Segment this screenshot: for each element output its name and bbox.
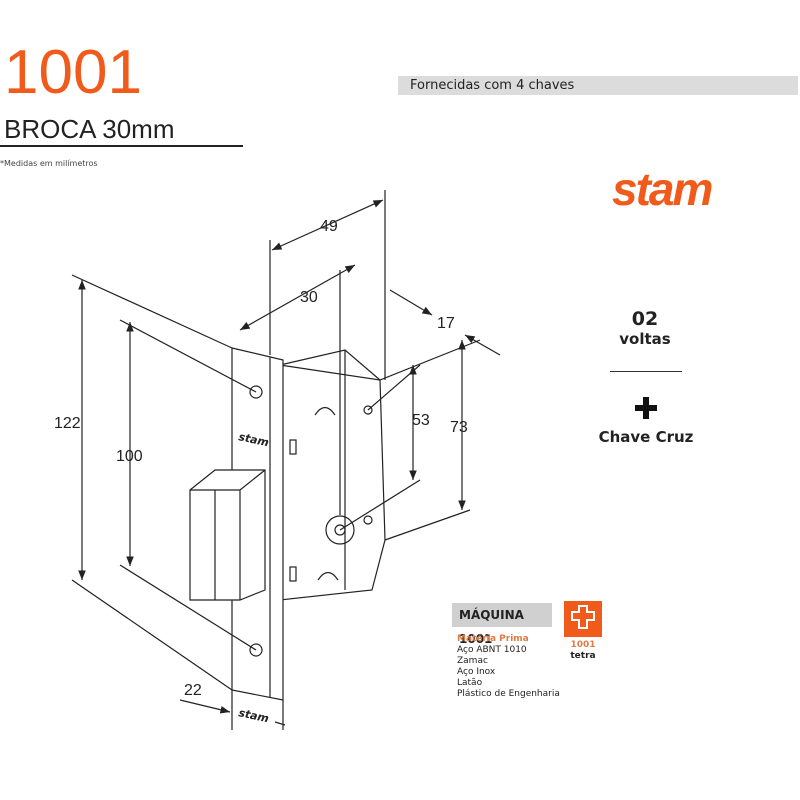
model-number: 1001 (4, 38, 142, 107)
dim-100: 100 (116, 448, 143, 465)
dim-17: 17 (437, 315, 455, 332)
latch-bolt (189, 469, 266, 601)
dim-53: 53 (412, 412, 430, 429)
material-item: Plástico de Engenharia (457, 689, 560, 699)
machine-title: MÁQUINA 1001 (452, 603, 552, 646)
materials-list: Matéria Prima Aço ABNT 1010 Zamac Aço In… (457, 634, 560, 700)
tetra-label: 1001 tetra (560, 640, 606, 662)
key-type: Chave Cruz (598, 428, 694, 446)
dim-122: 122 (54, 415, 81, 432)
materials-heading: Matéria Prima (457, 634, 529, 644)
material-item: Aço Inox (457, 667, 496, 677)
divider (0, 145, 243, 147)
units-note: *Medidas em milímetros (0, 159, 98, 168)
turns-spec: 02 voltas (600, 308, 690, 348)
lock-body (279, 364, 386, 601)
brand-logo: stam (612, 163, 713, 215)
dim-49: 49 (320, 218, 338, 235)
turns-label: voltas (619, 330, 671, 348)
divider (610, 371, 682, 372)
key-name: tetra (570, 651, 596, 661)
faceplate-brand: stam (237, 430, 270, 449)
keys-banner: Fornecidas com 4 chaves (398, 76, 798, 95)
cylinder-hole (325, 515, 355, 545)
turns-number: 02 (631, 308, 659, 330)
material-item: Latão (457, 678, 483, 688)
material-item: Aço ABNT 1010 (457, 645, 527, 655)
subtitle: BROCA 30mm (4, 114, 175, 144)
faceplate-brand-bottom: stam (237, 706, 270, 725)
key-code: 1001 (570, 640, 596, 650)
dim-22: 22 (184, 682, 202, 699)
material-item: Zamac (457, 656, 488, 666)
dim-30: 30 (300, 289, 318, 306)
dim-73: 73 (450, 419, 468, 436)
tetra-key-icon (564, 601, 602, 637)
cross-key-icon (635, 397, 657, 419)
